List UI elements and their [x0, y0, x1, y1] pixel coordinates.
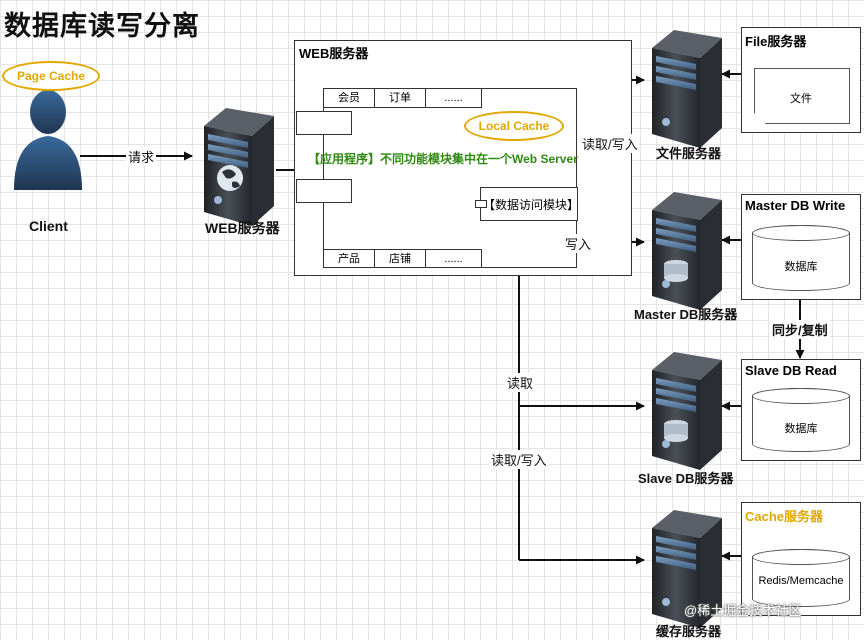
- master-db-box: Master DB Write 数据库: [741, 194, 861, 300]
- file-doc-label: 文件: [790, 93, 812, 105]
- component-tab-bottom: [296, 179, 352, 203]
- cache-box-title: Cache服务器: [745, 509, 824, 524]
- sync-label: 同步/复制: [770, 320, 830, 339]
- file-server-box: File服务器 文件: [741, 27, 861, 133]
- cache-db-label: Redis/Memcache: [758, 575, 844, 587]
- cache-database-cylinder: [752, 549, 850, 607]
- file-server-label: 文件服务器: [656, 146, 722, 161]
- file-server-icon: [652, 30, 722, 148]
- component-tab-top: [296, 111, 352, 135]
- module-shop: 店铺: [375, 250, 426, 268]
- module-member: 会员: [324, 89, 375, 107]
- master-box-title: Master DB Write: [745, 198, 846, 213]
- rw-cache-label: 读取/写入: [489, 450, 549, 469]
- module-order: 订单: [375, 89, 426, 107]
- master-db-server-icon: [652, 192, 722, 310]
- module-more-top: ......: [426, 89, 482, 107]
- module-product: 产品: [324, 250, 375, 268]
- data-access-connector: [475, 200, 487, 208]
- slave-db-server-label: Slave DB服务器: [638, 471, 734, 486]
- file-box-title: File服务器: [745, 34, 807, 49]
- watermark: @稀土掘金技术社区: [684, 603, 802, 618]
- client-person-icon: [14, 90, 82, 190]
- page-cache-badge: Page Cache: [2, 61, 100, 91]
- file-rw-label: 读取/写入: [580, 134, 640, 153]
- web-container-title: WEB服务器: [299, 46, 369, 61]
- local-cache-label: Local Cache: [478, 119, 550, 133]
- local-cache-badge: Local Cache: [464, 111, 564, 141]
- bottom-modules: 产品 店铺 ......: [324, 249, 482, 268]
- data-access-label: 【数据访问模块】: [483, 198, 580, 212]
- file-document-icon: [754, 68, 850, 124]
- master-database-cylinder: [752, 225, 850, 291]
- cache-server-box: Cache服务器 Redis/Memcache: [741, 502, 861, 616]
- top-modules: 会员 订单 ......: [324, 89, 482, 108]
- web-server-label: WEB服务器: [205, 220, 280, 236]
- master-db-server-label: Master DB服务器: [634, 307, 738, 322]
- cache-server-label: 缓存服务器: [656, 624, 722, 639]
- slave-box-title: Slave DB Read: [745, 363, 837, 378]
- slave-db-label: 数据库: [784, 423, 818, 435]
- web-server-icon: [204, 108, 274, 226]
- slave-db-server-icon: [652, 352, 722, 470]
- write-master-label: 写入: [563, 234, 594, 253]
- page-title: 数据库读写分离: [4, 11, 200, 41]
- request-label: 请求: [126, 147, 157, 166]
- client-label: Client: [29, 218, 68, 234]
- master-db-label: 数据库: [784, 261, 818, 273]
- read-slave-label: 读取: [505, 373, 536, 392]
- slave-db-box: Slave DB Read 数据库: [741, 359, 861, 461]
- web-server-container: WEB服务器 会员 订单 ...... 产品 店铺 ...... Local C…: [294, 40, 632, 276]
- application-box: 会员 订单 ...... 产品 店铺 ...... Local Cache 【应…: [296, 88, 580, 268]
- data-access-module: 【数据访问模块】: [475, 187, 580, 221]
- module-more-bottom: ......: [426, 250, 482, 268]
- slave-database-cylinder: [752, 388, 850, 452]
- page-cache-label: Page Cache: [16, 69, 86, 83]
- application-text: 【应用程序】不同功能模块集中在一个Web Server: [308, 152, 578, 166]
